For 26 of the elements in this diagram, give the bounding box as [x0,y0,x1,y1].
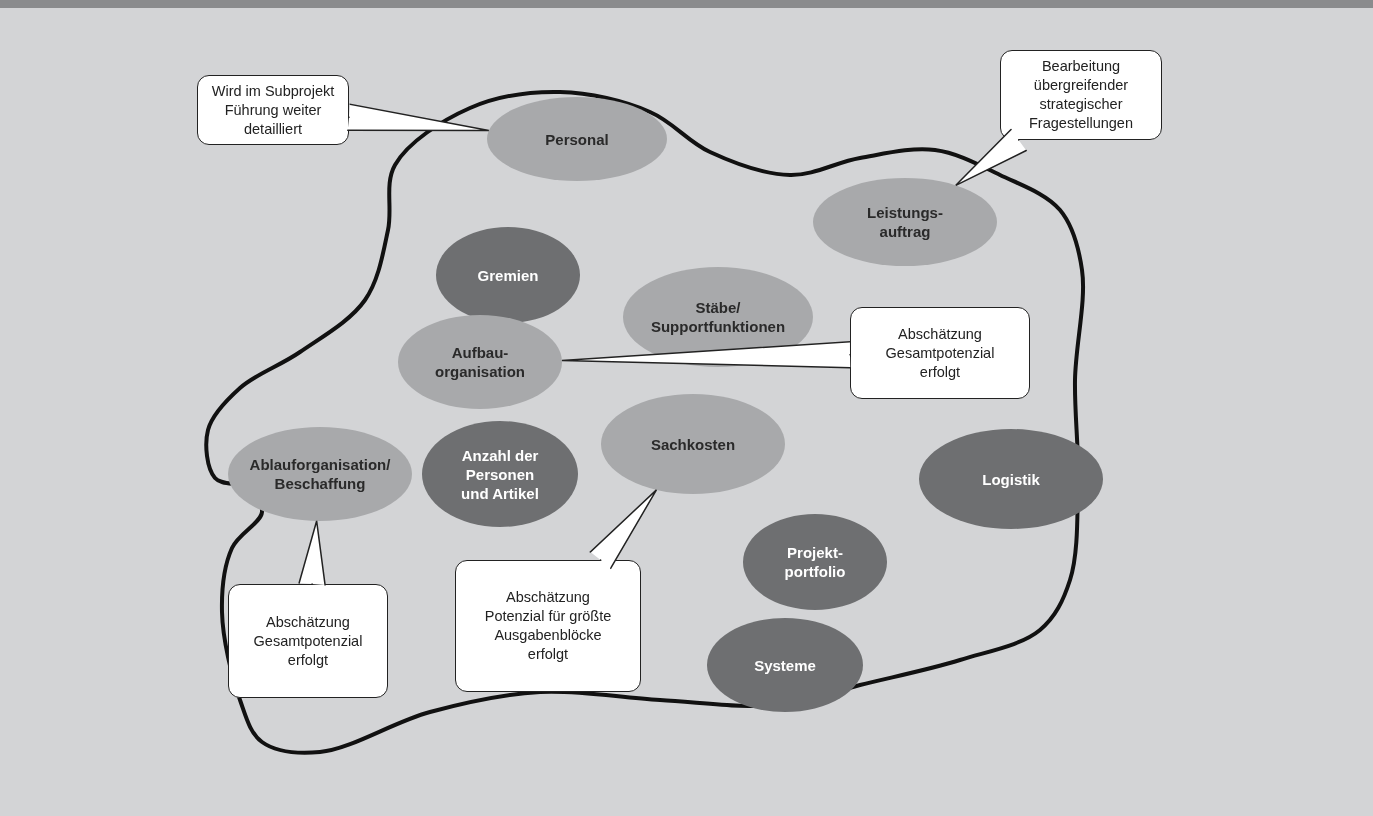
topic-label: Gremien [476,265,540,285]
topic-label: Systeme [753,655,817,675]
callout-text: Wird im Subprojekt Führung weiter detailliert [210,81,336,139]
callout-text: Abschätzung Gesamtpotenzial erfolgt [884,324,996,382]
callout-text: Abschätzung Potenzial für größte Ausgabenblöcke erfolgt [483,588,613,664]
callout-pointer [298,520,326,586]
speech-bubble [228,584,388,698]
topic-label: Aufbau- organisation [434,343,526,381]
topic-label: Sachkosten [649,434,737,454]
callout-text: Bearbeitung übergreifender strategischer Fragestellungen [1028,57,1134,133]
topic-label: Personal [544,129,610,149]
topic-label: Ablauforganisation/ Beschaffung [248,455,392,493]
speech-bubble [197,75,349,145]
topic-label: Stäbe/ Supportfunktionen [649,298,787,336]
callout-pointer [346,103,490,132]
callout-pointer [955,128,1028,187]
topic-label: Leistungs- auftrag [866,203,944,241]
topic-label: Projekt- portfolio [783,543,847,581]
topic-label: Anzahl der Personen und Artikel [460,445,540,503]
speech-bubble [455,560,641,692]
speech-bubble [1000,50,1162,140]
callout-text: Abschätzung Gesamtpotenzial erfolgt [252,612,364,670]
callout-pointer [561,340,851,369]
topic-label: Logistik [981,469,1041,489]
callout-pointer [589,489,658,570]
speech-bubble [850,307,1030,399]
